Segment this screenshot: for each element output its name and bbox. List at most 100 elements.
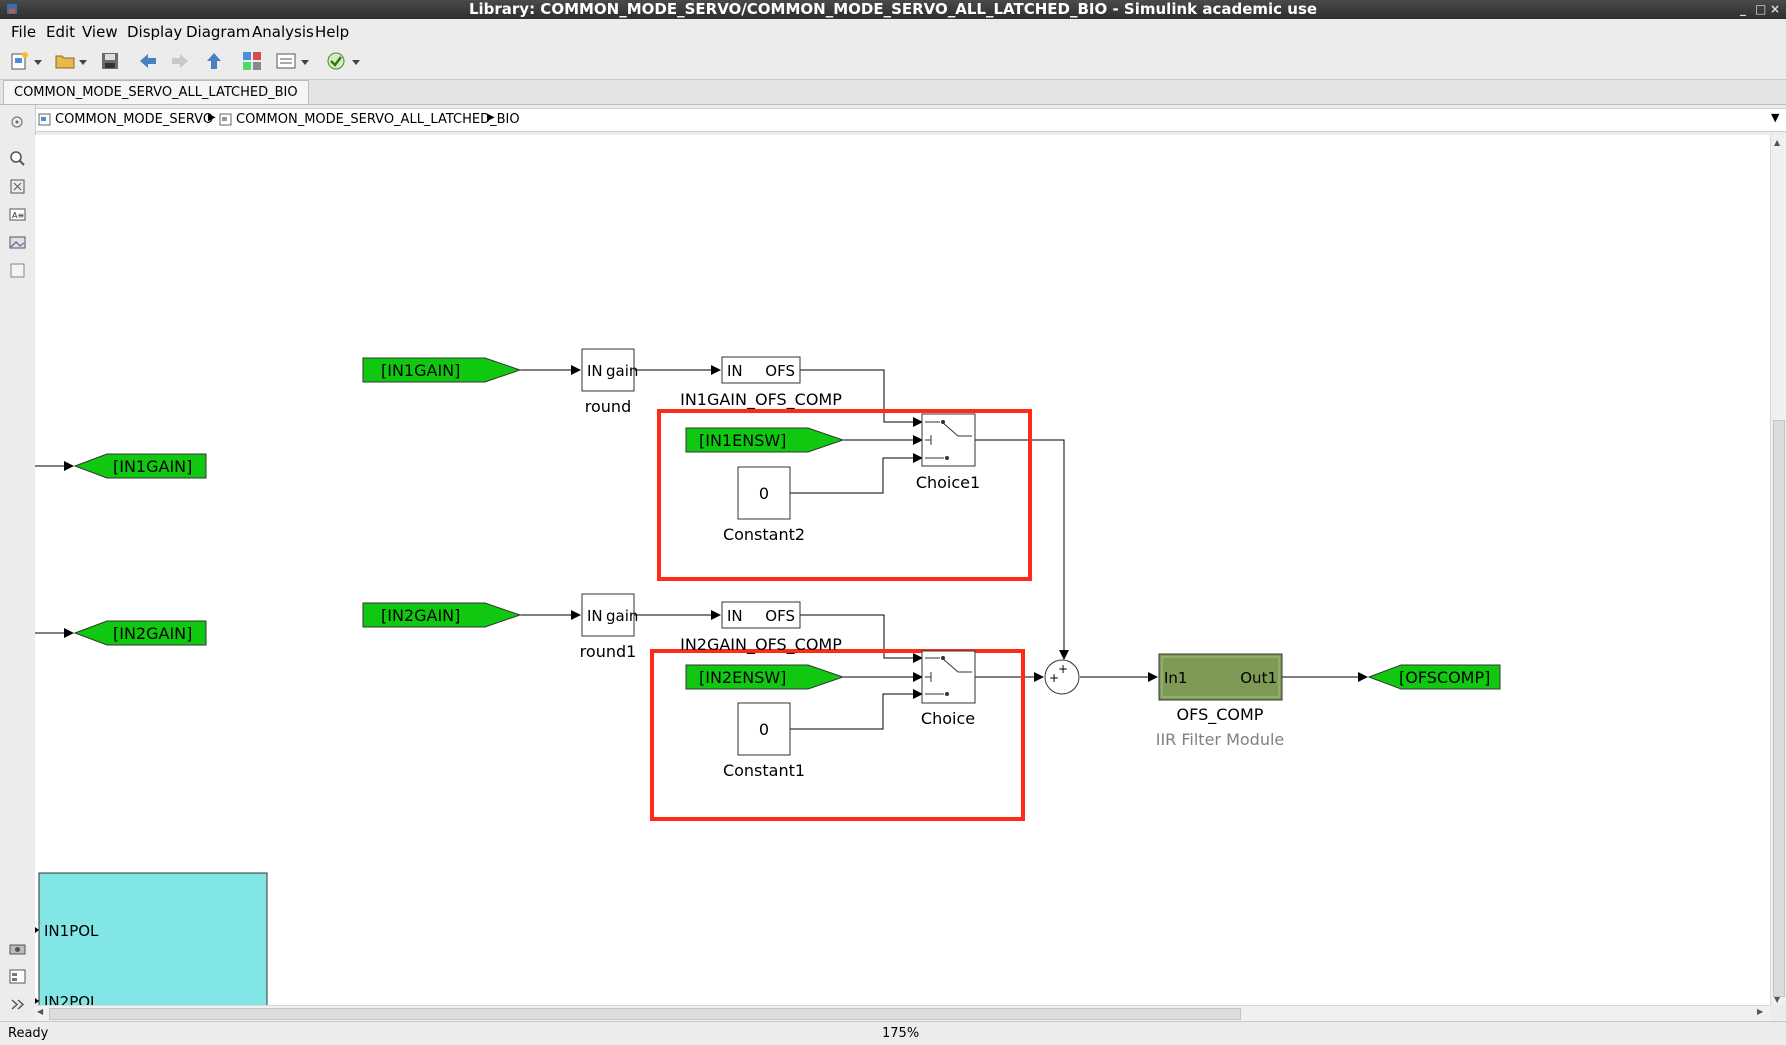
- check-dropdown-icon[interactable]: [350, 50, 362, 72]
- constant2-value: 0: [759, 484, 769, 503]
- ofs-port-in: IN: [727, 362, 743, 380]
- breadcrumb-item-current[interactable]: COMMON_MODE_SERVO_ALL_LATCHED_BIO: [236, 112, 520, 127]
- sum-block[interactable]: + +: [1044, 659, 1080, 695]
- hide-browser-icon[interactable]: [9, 114, 26, 131]
- signal-lines: [35, 365, 1368, 730]
- subsystem-in-port: In1: [1164, 669, 1187, 687]
- goto-block-in2gain[interactable]: [IN2GAIN]: [73, 620, 207, 646]
- back-arrow-icon[interactable]: [137, 50, 159, 72]
- menu-edit[interactable]: Edit: [46, 23, 76, 41]
- scroll-up-icon[interactable]: ▲: [1774, 138, 1781, 147]
- round1-block-name: round1: [580, 642, 637, 661]
- constant1-block[interactable]: 0 Constant1: [723, 702, 805, 780]
- left-palette: A≡: [0, 105, 36, 1014]
- vertical-scrollbar[interactable]: ▲ ▼: [1770, 135, 1786, 1005]
- subsystem-out-port: Out1: [1240, 669, 1277, 687]
- toolbar: [0, 45, 1786, 80]
- choice-name: Choice: [921, 709, 975, 728]
- from-tag-label: [IN1ENSW]: [699, 431, 786, 450]
- choice1-switch-block[interactable]: Choice1: [916, 413, 980, 492]
- image-icon[interactable]: [9, 234, 26, 251]
- open-folder-icon[interactable]: [54, 50, 76, 72]
- choice-switch-block[interactable]: Choice: [921, 650, 976, 728]
- menu-diagram[interactable]: Diagram: [186, 23, 251, 41]
- save-icon[interactable]: [99, 50, 121, 72]
- from-tag-label: [IN2GAIN]: [381, 606, 460, 625]
- constant2-block[interactable]: 0 Constant2: [723, 466, 805, 544]
- svg-text:A≡: A≡: [12, 211, 24, 220]
- zoom-level: 175%: [882, 1026, 920, 1041]
- pol-block[interactable]: IN1POL IN2POL: [35, 872, 268, 1005]
- from-block-in1ensw[interactable]: [IN1ENSW]: [685, 427, 845, 453]
- diagram-canvas[interactable]: [IN1GAIN] [IN2GAIN] [IN1ENSW] [IN2ENSW] …: [35, 135, 1770, 1005]
- property-inspector-icon[interactable]: [9, 968, 26, 985]
- maximize-button[interactable]: □: [1755, 2, 1767, 16]
- ofs-comp-subsystem[interactable]: In1 Out1 OFS_COMP IIR Filter Module: [1156, 653, 1285, 749]
- config-dropdown-icon[interactable]: [299, 50, 311, 72]
- constant1-value: 0: [759, 720, 769, 739]
- ofs-block-name: IN1GAIN_OFS_COMP: [680, 390, 842, 410]
- breadcrumb-arrow-icon: ▶: [487, 112, 495, 123]
- goto-block-ofscomp[interactable]: [OFSCOMP]: [1367, 664, 1501, 690]
- from-block-in1gain[interactable]: [IN1GAIN]: [362, 357, 522, 383]
- round1-port-in: IN: [587, 607, 603, 625]
- forward-arrow-icon[interactable]: [169, 50, 191, 72]
- zoom-icon[interactable]: [9, 150, 26, 167]
- menu-file[interactable]: File: [11, 23, 37, 41]
- round-port-in: IN: [587, 362, 603, 380]
- switch-icon: [925, 656, 972, 696]
- screenshot-icon[interactable]: [9, 940, 26, 957]
- new-dropdown-icon[interactable]: [32, 50, 44, 72]
- library-browser-icon[interactable]: [241, 50, 263, 72]
- subsystem-icon: [219, 113, 232, 126]
- menu-help[interactable]: Help: [315, 23, 350, 41]
- scroll-left-icon[interactable]: ◀: [37, 1007, 44, 1016]
- constant2-name: Constant2: [723, 525, 805, 544]
- annotation-icon[interactable]: A≡: [9, 206, 26, 223]
- status-text: Ready: [8, 1026, 49, 1041]
- sum-sign-top: +: [1058, 662, 1068, 676]
- round1-block[interactable]: IN gain round1: [580, 593, 639, 661]
- round-block[interactable]: IN gain round: [581, 348, 638, 416]
- new-model-icon[interactable]: [9, 50, 31, 72]
- from-block-in2ensw[interactable]: [IN2ENSW]: [685, 664, 845, 690]
- goto-block-in1gain[interactable]: [IN1GAIN]: [73, 453, 207, 479]
- fit-to-view-icon[interactable]: [9, 178, 26, 195]
- close-button[interactable]: ×: [1770, 2, 1781, 16]
- expand-icon[interactable]: [9, 996, 26, 1013]
- diagram-svg: [IN1GAIN] [IN2GAIN] [IN1ENSW] [IN2ENSW] …: [35, 348, 1501, 1005]
- scroll-down-icon[interactable]: ▼: [1774, 995, 1781, 1004]
- app-icon: [7, 4, 17, 14]
- from-block-in2gain[interactable]: [IN2GAIN]: [362, 602, 522, 628]
- menu-bar: File Edit View Display Diagram Analysis …: [0, 19, 1786, 44]
- menu-analysis[interactable]: Analysis: [252, 23, 314, 41]
- horizontal-scrollbar[interactable]: ◀ ▶: [35, 1005, 1770, 1021]
- menu-display[interactable]: Display: [127, 23, 183, 41]
- horizontal-scroll-thumb[interactable]: [49, 1008, 1241, 1020]
- check-model-icon[interactable]: [325, 50, 347, 72]
- up-arrow-icon[interactable]: [203, 50, 225, 72]
- tab-model[interactable]: COMMON_MODE_SERVO_ALL_LATCHED_BIO: [3, 80, 309, 104]
- vertical-scroll-thumb[interactable]: [1773, 420, 1785, 997]
- menu-view[interactable]: View: [82, 23, 118, 41]
- constant1-name: Constant1: [723, 761, 805, 780]
- in1gain-ofs-comp-block[interactable]: IN OFS IN1GAIN_OFS_COMP: [680, 356, 842, 410]
- area-icon[interactable]: [9, 262, 26, 279]
- minimize-button[interactable]: _: [1740, 2, 1746, 16]
- status-bar: Ready 175%: [0, 1021, 1786, 1045]
- subsystem-description: IIR Filter Module: [1156, 730, 1285, 749]
- window-titlebar: Library: COMMON_MODE_SERVO/COMMON_MODE_S…: [0, 0, 1786, 19]
- from-tag-label: [IN1GAIN]: [381, 361, 460, 380]
- ofs-block-name: IN2GAIN_OFS_COMP: [680, 635, 842, 655]
- scroll-right-icon[interactable]: ▶: [1757, 1007, 1764, 1016]
- breadcrumb-item-root[interactable]: COMMON_MODE_SERVO: [55, 112, 214, 127]
- breadcrumb-dropdown-icon[interactable]: ▼: [1771, 111, 1780, 124]
- model-config-icon[interactable]: [275, 50, 297, 72]
- in2gain-ofs-comp-block[interactable]: IN OFS IN2GAIN_OFS_COMP: [680, 601, 842, 655]
- open-dropdown-icon[interactable]: [77, 50, 89, 72]
- ofs-port-out: OFS: [765, 362, 795, 380]
- round-port-text: gain: [606, 362, 638, 380]
- round1-port-text: gain: [606, 607, 638, 625]
- model-icon: [38, 113, 51, 126]
- breadcrumb-arrow-icon: ▶: [208, 112, 216, 123]
